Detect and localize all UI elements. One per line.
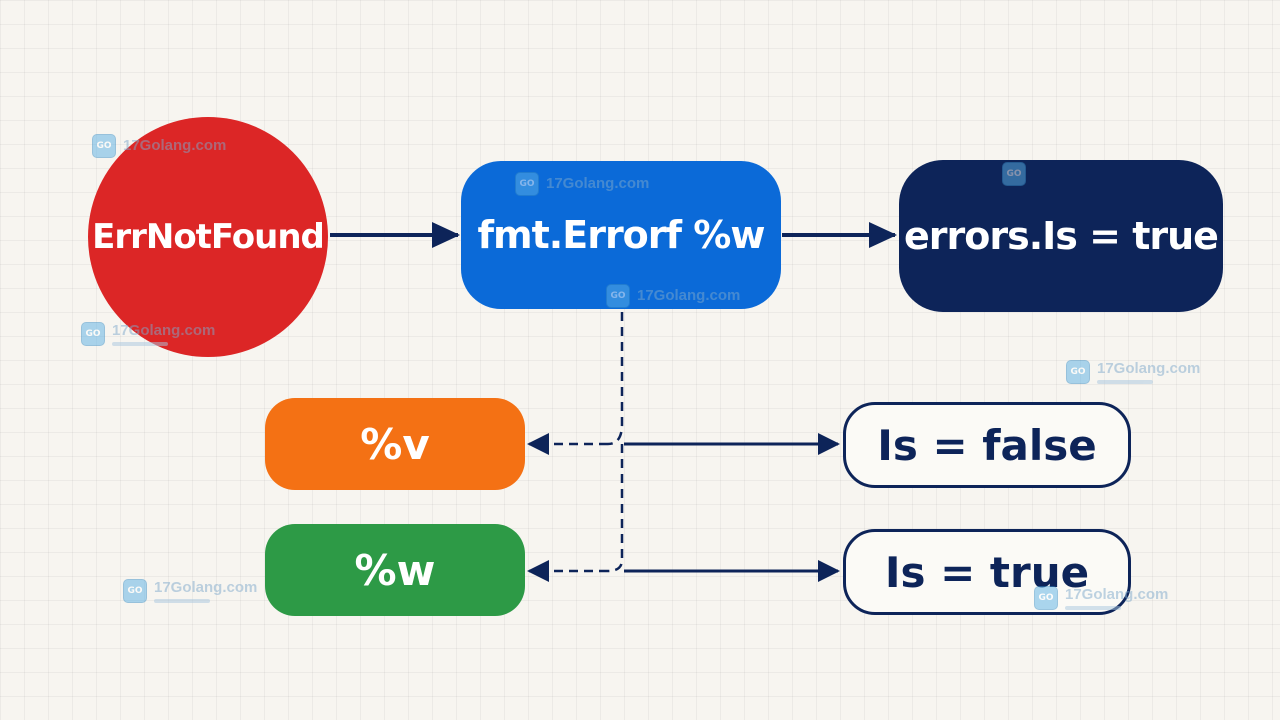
watermark: GO 17Golang.com — [92, 134, 226, 158]
watermark-text: 17Golang.com — [154, 578, 258, 596]
watermark-text: 17Golang.com — [637, 287, 741, 304]
is-false-label: Is = false — [877, 420, 1097, 470]
watermark: GO 17Golang.com — [1066, 360, 1200, 384]
err-not-found-node: ErrNotFound — [88, 117, 328, 357]
watermark-logo-icon: GO — [1034, 586, 1058, 610]
watermark-logo-icon: GO — [123, 579, 147, 603]
watermark-logo-only: GO — [1002, 162, 1033, 186]
dashed-connector-trunk — [607, 312, 624, 573]
watermark: GO 17Golang.com — [81, 322, 215, 346]
watermark: GO 17Golang.com — [606, 284, 740, 308]
watermark: GO 17Golang.com — [1034, 586, 1168, 610]
watermark-logo-icon: GO — [92, 134, 116, 158]
verb-v-label: %v — [360, 419, 430, 469]
fmt-errorf-label: fmt.Errorf %w — [477, 213, 766, 257]
verb-w-node: %w — [265, 524, 525, 616]
verb-v-node: %v — [265, 398, 525, 490]
errors-is-true-node: errors.Is = true — [899, 160, 1223, 312]
is-false-node: Is = false — [843, 402, 1131, 488]
watermark-logo-icon: GO — [606, 284, 630, 308]
watermark-logo-icon: GO — [1066, 360, 1090, 384]
watermark-logo-icon: GO — [515, 172, 539, 196]
watermark-text: 17Golang.com — [546, 175, 650, 192]
watermark-logo-icon: GO — [1002, 162, 1026, 186]
verb-w-label: %w — [354, 545, 436, 595]
watermark-text: 17Golang.com — [1065, 585, 1169, 603]
watermark-text: 17Golang.com — [1097, 359, 1201, 377]
watermark: GO 17Golang.com — [515, 172, 649, 196]
watermark-text: 17Golang.com — [123, 137, 227, 154]
err-not-found-label: ErrNotFound — [92, 217, 325, 257]
watermark: GO 17Golang.com — [123, 579, 257, 603]
is-true-node: Is = true — [843, 529, 1131, 615]
watermark-logo-icon: GO — [81, 322, 105, 346]
watermark-text: 17Golang.com — [112, 321, 216, 339]
errors-is-true-label: errors.Is = true — [904, 214, 1219, 258]
